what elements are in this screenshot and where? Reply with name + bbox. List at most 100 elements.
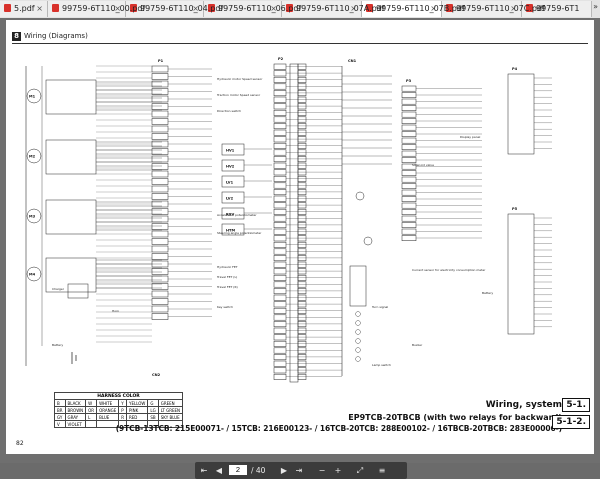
controller-pin xyxy=(273,321,287,328)
legend-cell: VIOLET xyxy=(64,420,87,428)
first-page-icon[interactable]: ⇤ xyxy=(200,466,208,475)
motor-symbol xyxy=(26,266,42,282)
controller-pin xyxy=(273,228,287,235)
zoom-out-icon[interactable]: − xyxy=(318,466,326,475)
next-page-icon[interactable]: ▶ xyxy=(280,466,288,475)
controller-pin xyxy=(297,70,307,77)
controller-pin xyxy=(297,354,307,361)
tab-4[interactable]: 99759-6T110_07A.pdf× xyxy=(282,1,385,17)
controller-pin xyxy=(297,208,307,215)
module-label: LV1 xyxy=(226,181,234,185)
connector-pin xyxy=(401,144,417,150)
section-number-badge: 8 xyxy=(12,32,21,41)
more-options-icon[interactable]: ≡ xyxy=(378,466,386,475)
tab-label: 99759-6T110_00.pdf xyxy=(62,4,146,13)
controller-pin xyxy=(297,268,307,275)
tab-5[interactable]: 99759-6T110_07B.pdf× xyxy=(362,1,465,17)
controller-pin xyxy=(273,109,287,116)
last-page-icon[interactable]: ⇥ xyxy=(295,466,303,475)
tab-close-icon[interactable]: × xyxy=(192,4,199,13)
controller-pin xyxy=(273,301,287,308)
tab-0[interactable]: 5.pdf× xyxy=(0,1,48,17)
controller-pin xyxy=(297,347,307,354)
tab-7[interactable]: 99759-6T1 xyxy=(522,1,592,17)
controller-pin xyxy=(273,149,287,156)
connector-pin xyxy=(151,148,169,155)
controller-pin xyxy=(273,340,287,347)
tab-close-icon[interactable]: × xyxy=(36,4,43,13)
motor-symbol xyxy=(26,148,42,164)
lamp-symbol xyxy=(355,338,361,344)
motor-label: M1 xyxy=(29,95,36,99)
controller-pin xyxy=(297,327,307,334)
controller-pin xyxy=(297,228,307,235)
tab-label: 99759-6T1 xyxy=(536,4,580,13)
connector-pin xyxy=(401,209,417,215)
pdf-file-icon xyxy=(526,4,533,12)
connector-pin xyxy=(401,85,417,92)
connector-pin xyxy=(151,245,169,253)
tab-6[interactable]: 99759-6T110_07C.pdf× xyxy=(442,1,545,17)
controller-pin xyxy=(297,373,307,380)
tab-close-icon[interactable]: × xyxy=(510,4,517,13)
controller-pin xyxy=(297,90,307,97)
page-number-input[interactable] xyxy=(229,465,247,475)
tab-close-icon[interactable]: × xyxy=(350,4,357,13)
sensor-label: Turn signal xyxy=(371,305,388,309)
legend-cell: GRAY xyxy=(64,413,87,421)
lamp-symbol xyxy=(355,311,361,317)
motor-symbol xyxy=(26,88,42,104)
tab-close-icon[interactable]: × xyxy=(114,4,121,13)
connector-pin xyxy=(151,125,169,133)
controller-pin xyxy=(297,162,307,169)
connector-pin xyxy=(401,98,417,105)
connector-pin xyxy=(401,176,417,183)
controller-pin xyxy=(273,235,287,242)
diagram-models: (9TCB-13TCB: 215E00071- / 15TCB: 216E001… xyxy=(115,424,562,433)
legend-cell: B xyxy=(54,399,66,407)
controller-pin xyxy=(273,90,287,97)
tab-3[interactable]: 99759-6T110_06.pdf× xyxy=(204,1,301,17)
connector-pin xyxy=(151,133,169,140)
controller-pin xyxy=(273,294,287,301)
sensor-label: Battery xyxy=(52,343,63,347)
connector-pin xyxy=(151,283,169,290)
tab-close-icon[interactable]: × xyxy=(270,4,277,13)
controller-pin xyxy=(273,248,287,255)
connector-pin xyxy=(401,124,417,131)
lamp-symbol xyxy=(355,320,361,326)
controller-pin xyxy=(273,307,287,314)
controller-pin xyxy=(273,76,287,83)
controller-pin xyxy=(297,142,307,149)
controller-pin xyxy=(297,367,307,374)
module-box xyxy=(221,175,245,188)
controller-pin xyxy=(273,367,287,374)
controller-pin xyxy=(297,235,307,242)
connector-pin xyxy=(151,95,169,103)
controller-pin xyxy=(297,129,307,136)
pdf-file-icon xyxy=(52,4,59,12)
tab-1[interactable]: 99759-6T110_00.pdf× xyxy=(48,1,145,17)
tab-2[interactable]: 99759-6T110_04.pdf× xyxy=(126,1,223,17)
controller-pin xyxy=(297,123,307,130)
zoom-in-icon[interactable]: + xyxy=(334,466,342,475)
fit-page-icon[interactable]: ⤢ xyxy=(356,466,364,475)
connector-pin xyxy=(401,228,417,235)
controller-pin xyxy=(273,360,287,367)
controller-pin xyxy=(273,347,287,354)
connector-tag: P2 xyxy=(278,57,284,61)
controller-pin xyxy=(273,63,287,70)
controller-pin xyxy=(297,76,307,83)
prev-page-icon[interactable]: ◀ xyxy=(215,466,223,475)
tab-close-icon[interactable]: × xyxy=(430,4,437,13)
sensor-label: Travel FET (R) xyxy=(216,285,238,289)
controller-pin xyxy=(273,208,287,215)
controller-pin xyxy=(297,116,307,123)
sensor-label: Horn xyxy=(112,309,119,313)
tab-overflow-icon[interactable]: » xyxy=(593,2,598,11)
sensor-label: Traction motor Speed sensor xyxy=(216,93,261,97)
sensor-label: Key switch xyxy=(217,305,233,309)
legend-cell xyxy=(157,420,184,428)
